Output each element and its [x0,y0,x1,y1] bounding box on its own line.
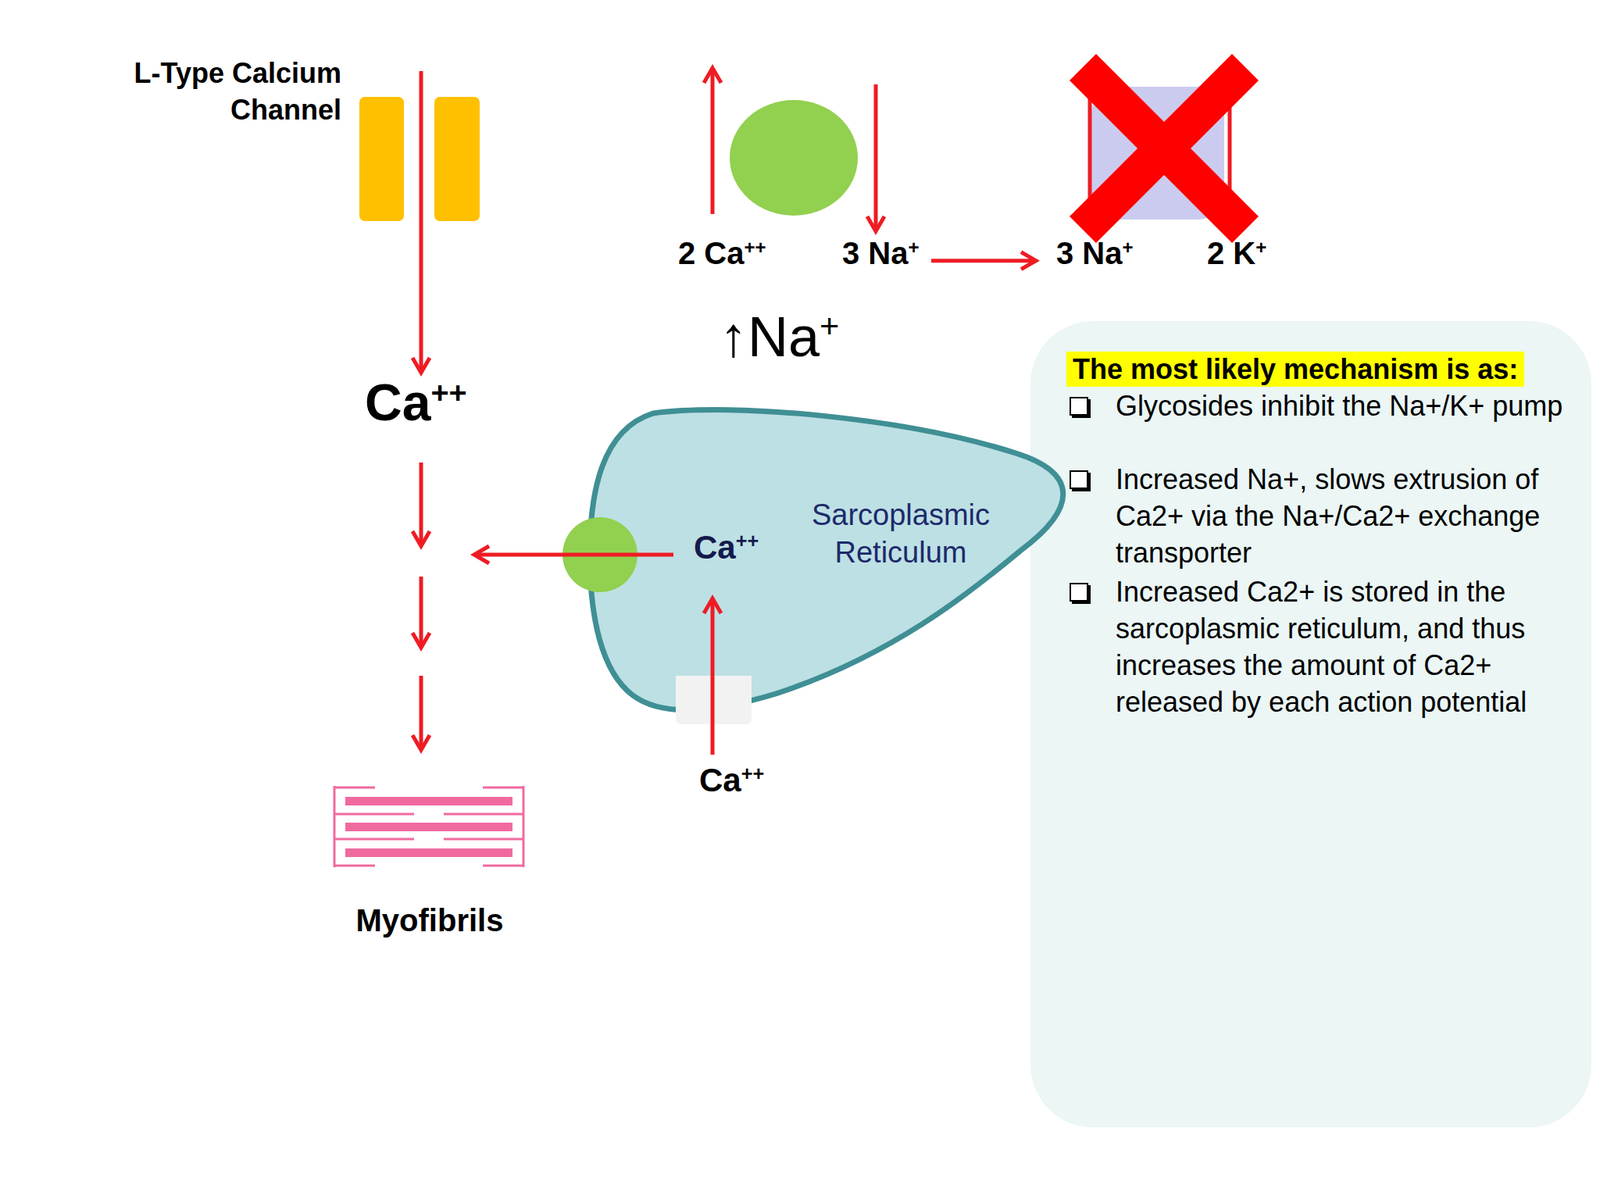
reticulum-node: Sarcoplasmic ReticulumCa++ [578,398,1079,719]
structure-label: Myofibrils [328,901,532,940]
superscript: + [908,236,920,258]
organelle-label: Sarcoplasmic Reticulum [799,496,1003,572]
exchanger-circle [729,100,858,216]
channel-label: L-Type Calcium Channel [107,54,342,129]
superscript: + [1255,236,1267,258]
channel-node: L-Type Calcium Channel [107,54,483,223]
checkbox-bullet [1069,582,1089,602]
calcium-flow-arrow [419,576,424,648]
inhibition-cross [1082,67,1246,230]
ion-label: 3 Na+ [1056,234,1154,272]
reticulum-shape [589,410,1064,711]
inhibition-cross [1082,67,1246,230]
thin-filament [482,786,524,790]
superscript: + [819,307,840,345]
thin-filament [443,813,524,816]
superscript: ++ [744,236,767,258]
thin-filament [334,786,375,790]
mechanism-panel: The most likely mechanism is as:Glycosid… [1030,321,1592,1128]
calcium-out-arrow [710,67,715,215]
thin-filament [482,864,524,868]
myofibril-node: Myofibrils [328,781,532,942]
superscript: ++ [430,375,467,410]
checkbox-bullet [1069,470,1089,490]
channel-subunit [434,96,480,222]
pump-node: 3 Na+ 2 K+ [1035,60,1286,274]
reticulum-outline [578,398,1079,719]
z-line [333,785,336,868]
ion-label: Ca++ [693,528,796,568]
superscript: ++ [741,762,765,785]
ion-label: 3 Na+ [842,234,940,272]
thick-filament [345,822,513,832]
calcium-influx-arrow [419,71,424,373]
thin-filament [334,813,415,816]
superscript: + [1122,236,1134,258]
ion-change-label: ↑Na+ [719,304,840,370]
bullet-text: Glycosides inhibit the Na+/K+ pump [1115,387,1565,425]
thin-filament [334,838,415,841]
checkbox-bullet [1069,396,1089,416]
connector-arrow [931,258,1036,263]
thin-filament [443,838,524,841]
heading-block: The most likely mechanism is as: [1066,350,1590,389]
ion-label: Ca++ [364,373,468,433]
z-line [522,785,525,868]
bullet-text: Increased Ca2+ is stored in the sarcopla… [1115,573,1565,721]
calcium-flow-arrow [419,675,424,750]
release-channel [562,517,638,593]
calcium-flow-arrow [419,462,424,547]
sodium-in-arrow [874,84,879,232]
superscript: ++ [735,529,759,552]
exchanger-node: 2 Ca++3 Na+ [673,60,932,274]
thick-filament [345,848,513,858]
serca-pump [675,675,752,725]
ion-label: Ca++ [699,761,765,800]
ion-label: 2 K+ [1207,234,1286,272]
panel-heading: The most likely mechanism is as: [1066,351,1525,387]
thin-filament [334,864,375,868]
channel-subunit [359,96,404,222]
thick-filament [345,796,513,806]
bullet-text: Increased Na+, slows extrusion of Ca2+ v… [1115,460,1565,572]
ion-label: 2 Ca++ [678,234,788,272]
